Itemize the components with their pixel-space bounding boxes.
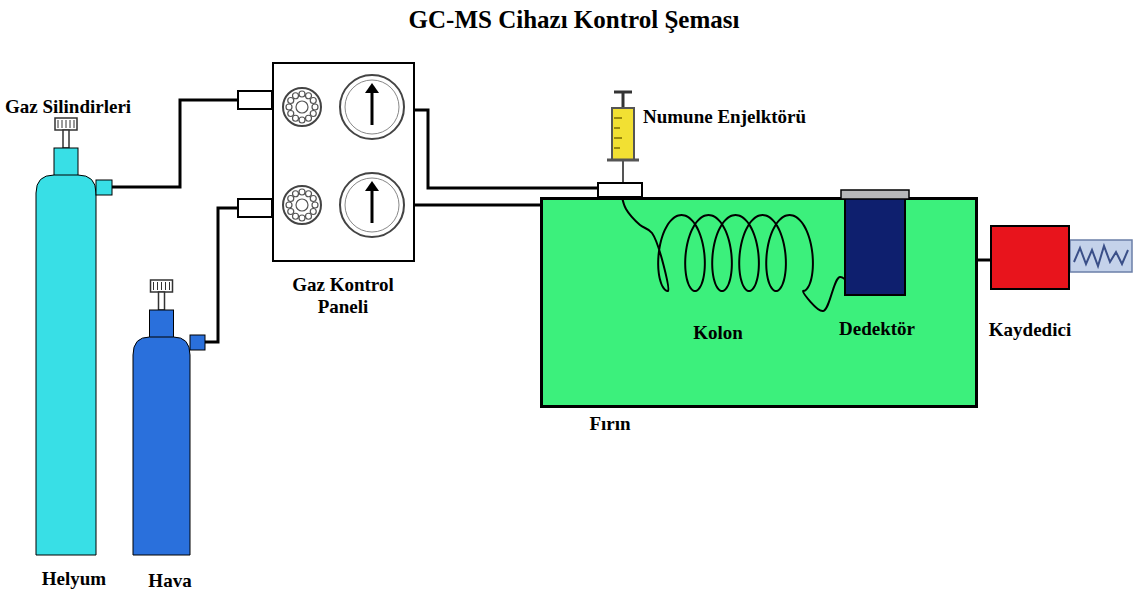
gas-cylinder-outline <box>36 118 112 555</box>
oven-box-outline <box>540 197 978 408</box>
node-label: Gaz Kontrol Paneli <box>268 274 418 318</box>
node-label: Dedektör <box>839 318 915 340</box>
node-label: Fırın <box>589 413 630 435</box>
detector-box: Dedektör <box>845 190 905 295</box>
gas-inlet <box>238 199 272 217</box>
gas-line <box>415 110 608 197</box>
gas-inlet <box>238 91 272 109</box>
detector-box-outline <box>845 190 905 295</box>
gas-line <box>415 204 540 207</box>
gas-line <box>978 259 990 262</box>
node-label: Kaydedici <box>989 319 1071 341</box>
part-label: Kolon <box>693 322 743 344</box>
regulator <box>283 173 404 237</box>
recorder-paper <box>1070 240 1132 272</box>
gas-cylinder-outline <box>133 280 205 555</box>
part-label: Gaz Silindirleri <box>5 96 131 118</box>
gas-cylinder: Hava <box>133 280 205 555</box>
part-label: Numune Enjelktörü <box>643 106 806 128</box>
recorder-box-outline <box>990 225 1070 290</box>
gas-line <box>205 208 272 342</box>
column-coil <box>622 197 858 311</box>
diagram-title: GC-MS Cihazı Kontrol Şeması <box>0 6 1148 34</box>
gas-line <box>112 100 272 187</box>
injection-port <box>598 183 642 197</box>
node-label: Helyum <box>42 568 106 590</box>
node-label: Hava <box>148 570 191 592</box>
oven-box: DedektörFırın <box>540 197 978 408</box>
gas-control-panel: Gaz Kontrol Paneli <box>272 62 415 262</box>
syringe <box>607 92 639 184</box>
recorder-box: Kaydedici <box>990 225 1070 290</box>
regulator <box>283 75 404 139</box>
gas-control-panel-outline <box>272 62 415 262</box>
gas-cylinder: Helyum <box>36 118 112 555</box>
